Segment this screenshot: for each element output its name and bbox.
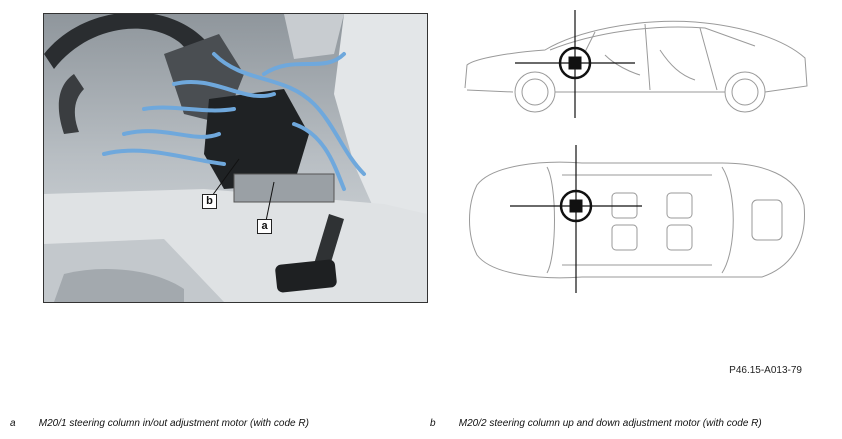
vehicle-side-view [455,10,815,125]
wiring-harness [102,52,366,191]
locator-crosshair-icon [510,145,642,293]
figure-id: P46.15-A013-79 [729,365,802,376]
callout-b: b [202,194,217,209]
legend-item-b: b M20/2 steering column up and down adju… [430,418,762,429]
footwell-illustration [44,14,427,302]
legend-key: a [10,418,16,429]
footwell-photo [43,13,428,303]
legend-item-a: a M20/1 steering column in/out adjustmen… [10,418,309,429]
locator-crosshair-icon [515,10,635,118]
vehicle-top-view [462,145,812,300]
callout-a: a [257,219,272,234]
legend-key: b [430,418,436,429]
legend-text: M20/1 steering column in/out adjustment … [38,418,309,429]
legend-text: M20/2 steering column up and down adjust… [458,418,762,429]
